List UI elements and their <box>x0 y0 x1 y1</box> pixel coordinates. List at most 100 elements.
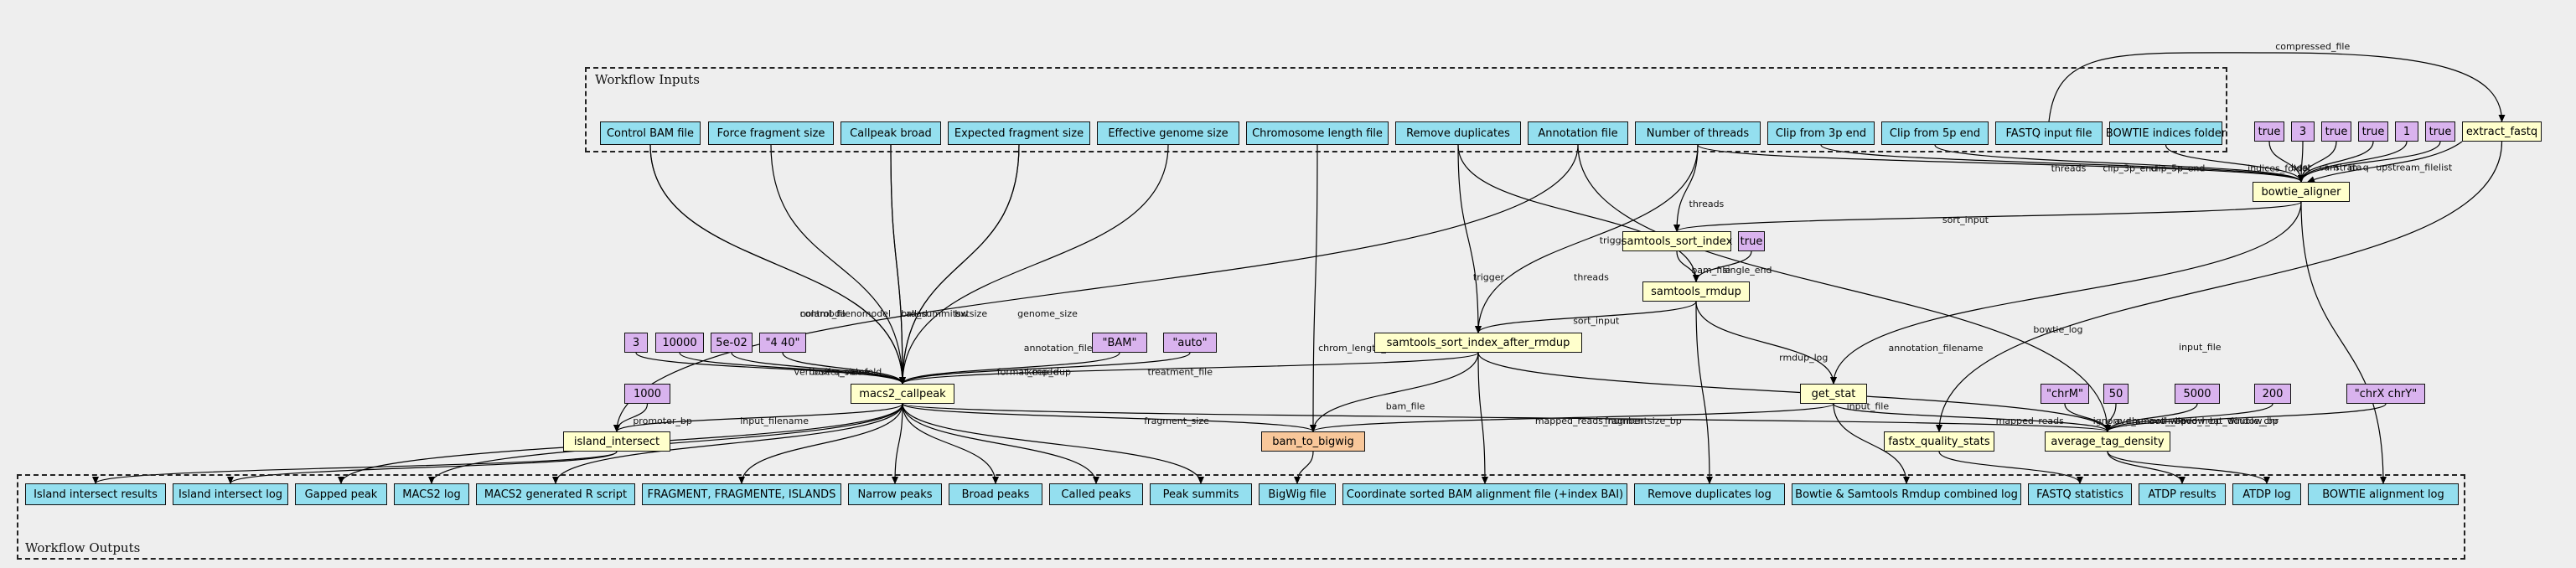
edge-in-control-bam-to-macs2-callpeak <box>649 144 906 385</box>
constant-node-c-m5[interactable]: "BAM" <box>1092 333 1147 353</box>
constant-node-c-a2[interactable]: 50 <box>2103 384 2129 404</box>
output-node-o-combined-log[interactable]: Bowtie & Samtools Rmdup combined log <box>1792 483 2021 505</box>
constant-node-c-i1[interactable]: 1000 <box>624 384 670 404</box>
edge-label: bam_file <box>1691 265 1730 276</box>
edge-macs2-callpeak-to-bam-to-bigwig <box>902 403 1316 432</box>
input-node-in-callpeak-broad[interactable]: Callpeak broad <box>841 121 941 145</box>
constant-node-c-m3[interactable]: 5e-02 <box>711 333 753 353</box>
edge-label: promoter_bp <box>633 416 692 426</box>
output-node-o-sorted-bam[interactable]: Coordinate sorted BAM alignment file (+i… <box>1342 483 1627 505</box>
edge-get-stat-to-o-combined-log <box>1833 403 1910 484</box>
edge-c-m3-to-macs2-callpeak <box>731 352 906 385</box>
edge-label: sam <box>2320 163 2339 173</box>
constant-node-c-a3[interactable]: 5000 <box>2175 384 2220 404</box>
output-node-o-bowtie-log[interactable]: BOWTIE alignment log <box>2308 483 2459 505</box>
edge-label: nolambda <box>800 308 846 319</box>
output-node-o-fastq-stats[interactable]: FASTQ statistics <box>2028 483 2132 505</box>
edge-label: ignore_chr <box>2093 416 2142 426</box>
edge-c-m1-to-macs2-callpeak <box>635 352 906 385</box>
input-node-in-annotation[interactable]: Annotation file <box>1528 121 1628 145</box>
constant-node-c-a1[interactable]: "chrM" <box>2041 384 2089 404</box>
edge-label: upstream_filelist <box>2376 163 2453 173</box>
step-node-bowtie-aligner[interactable]: bowtie_aligner <box>2253 182 2350 202</box>
edge-fastx-quality-stats-to-o-fastq-stats <box>1938 451 2083 484</box>
constant-node-c-m1[interactable]: 3 <box>624 333 648 353</box>
input-node-in-exp-frag[interactable]: Expected fragment size <box>948 121 1090 145</box>
edge-macs2-callpeak-to-island-intersect <box>613 403 903 432</box>
output-node-o-rmdup-log[interactable]: Remove duplicates log <box>1634 483 1785 505</box>
edge-c-b5-to-bowtie-aligner <box>2298 141 2408 183</box>
output-node-o-island-log[interactable]: Island intersect log <box>173 483 288 505</box>
output-node-o-bigwig[interactable]: BigWig file <box>1259 483 1336 505</box>
constant-node-c-b3[interactable]: true <box>2321 121 2351 142</box>
input-node-in-eff-genome[interactable]: Effective genome size <box>1097 121 1239 145</box>
constant-node-c-b4[interactable]: true <box>2358 121 2388 142</box>
input-node-in-force-frag[interactable]: Force fragment size <box>708 121 834 145</box>
output-node-o-atdp-res[interactable]: ATDP results <box>2139 483 2226 505</box>
edge-label: bowtie_log <box>2033 324 2082 335</box>
edge-extract-fastq-to-bowtie-aligner <box>2307 141 2463 183</box>
edge-label: threads <box>1689 199 1725 209</box>
step-node-get-stat[interactable]: get_stat <box>1800 384 1867 404</box>
constant-node-c-a4[interactable]: 200 <box>2254 384 2291 404</box>
constant-node-c-b5[interactable]: 1 <box>2395 121 2418 142</box>
input-node-in-control-bam[interactable]: Control BAM file <box>600 121 701 145</box>
step-node-macs2-callpeak[interactable]: macs2_callpeak <box>851 384 954 404</box>
edge-label: treatment_file <box>1148 367 1213 378</box>
input-node-in-remove-dup[interactable]: Remove duplicates <box>1395 121 1521 145</box>
step-node-samtools-rmdup[interactable]: samtools_rmdup <box>1642 281 1750 302</box>
constant-node-c-rm[interactable]: true <box>1738 231 1765 251</box>
constant-node-c-b2[interactable]: 3 <box>2291 121 2315 142</box>
output-node-o-narrow[interactable]: Narrow peaks <box>848 483 942 505</box>
output-node-o-called[interactable]: Called peaks <box>1049 483 1143 505</box>
step-node-bam-to-bigwig[interactable]: bam_to_bigwig <box>1261 431 1365 452</box>
edge-in-annotation-to-average-tag-density <box>1577 144 2111 432</box>
edge-extract-fastq-to-fastx-quality-stats <box>1936 141 2503 432</box>
edge-samtools-rmdup-to-get-stat <box>1695 301 1837 385</box>
step-node-island-intersect[interactable]: island_intersect <box>563 431 670 452</box>
constant-node-c-m2[interactable]: 10000 <box>655 333 704 353</box>
output-node-o-fragment[interactable]: FRAGMENT, FRAGMENTE, ISLANDS <box>642 483 841 505</box>
constant-node-c-a5[interactable]: "chrX chrY" <box>2346 384 2425 404</box>
edge-label: q <box>2363 163 2369 173</box>
edge-in-threads-to-samtools-sort-index-after-rmdup <box>1475 144 1699 333</box>
workflow-outputs-title: Workflow Outputs <box>25 540 141 555</box>
output-node-o-island-res[interactable]: Island intersect results <box>25 483 166 505</box>
workflow-inputs-cluster <box>585 67 2227 152</box>
input-node-in-clip3[interactable]: Clip from 3p end <box>1767 121 1875 145</box>
constant-node-c-m4[interactable]: "4 40" <box>759 333 806 353</box>
step-node-extract-fastq[interactable]: extract_fastq <box>2462 121 2542 142</box>
output-node-o-summits[interactable]: Peak summits <box>1150 483 1252 505</box>
edge-label: nomodel <box>851 308 891 319</box>
output-node-o-atdp-log[interactable]: ATDP log <box>2232 483 2301 505</box>
step-node-fastx-quality-stats[interactable]: fastx_quality_stats <box>1884 431 1994 452</box>
edge-macs2-callpeak-to-average-tag-density <box>902 403 2111 432</box>
edge-label: annotation_filename <box>1889 343 1984 354</box>
output-node-o-broad[interactable]: Broad peaks <box>949 483 1042 505</box>
step-node-samtools-sort-index-after-rmdup[interactable]: samtools_sort_index_after_rmdup <box>1374 333 1582 353</box>
edge-label: avd_heat_window_bp <box>2180 416 2279 426</box>
edge-label: threads <box>2051 163 2087 174</box>
edge-c-i1-to-island-intersect <box>613 403 649 432</box>
constant-node-c-b1[interactable]: true <box>2254 121 2284 142</box>
edge-in-callpeak-broad-to-macs2-callpeak <box>890 144 906 385</box>
step-node-average-tag-density[interactable]: average_tag_density <box>2045 431 2170 452</box>
edge-c-m4-to-macs2-callpeak <box>782 352 906 385</box>
constant-node-c-m6[interactable]: "auto" <box>1163 333 1217 353</box>
edge-c-a4-to-average-tag-density <box>2104 403 2273 432</box>
input-node-in-fastq[interactable]: FASTQ input file <box>1995 121 2103 145</box>
input-node-in-bowtie-idx[interactable]: BOWTIE indices folder <box>2106 121 2226 145</box>
edge-island-intersect-to-o-island-log <box>227 451 618 484</box>
output-node-o-macs2-r[interactable]: MACS2 generated R script <box>476 483 635 505</box>
output-node-o-gapped[interactable]: Gapped peak <box>295 483 387 505</box>
constant-node-c-b6[interactable]: true <box>2425 121 2455 142</box>
output-node-o-macs2-log[interactable]: MACS2 log <box>394 483 469 505</box>
input-node-in-chrom-len[interactable]: Chromosome length file <box>1246 121 1389 145</box>
input-node-in-threads[interactable]: Number of threads <box>1635 121 1761 145</box>
input-node-in-clip5[interactable]: Clip from 5p end <box>1881 121 1989 145</box>
edge-label: sort_input <box>1942 214 1989 225</box>
edge-label: buffer_size <box>812 367 862 378</box>
edge-macs2-callpeak-to-o-macs2-r <box>552 403 903 484</box>
edge-bowtie-aligner-to-samtools-sort-index <box>1673 201 2302 232</box>
step-node-samtools-sort-index[interactable]: samtools_sort_index <box>1622 231 1732 251</box>
